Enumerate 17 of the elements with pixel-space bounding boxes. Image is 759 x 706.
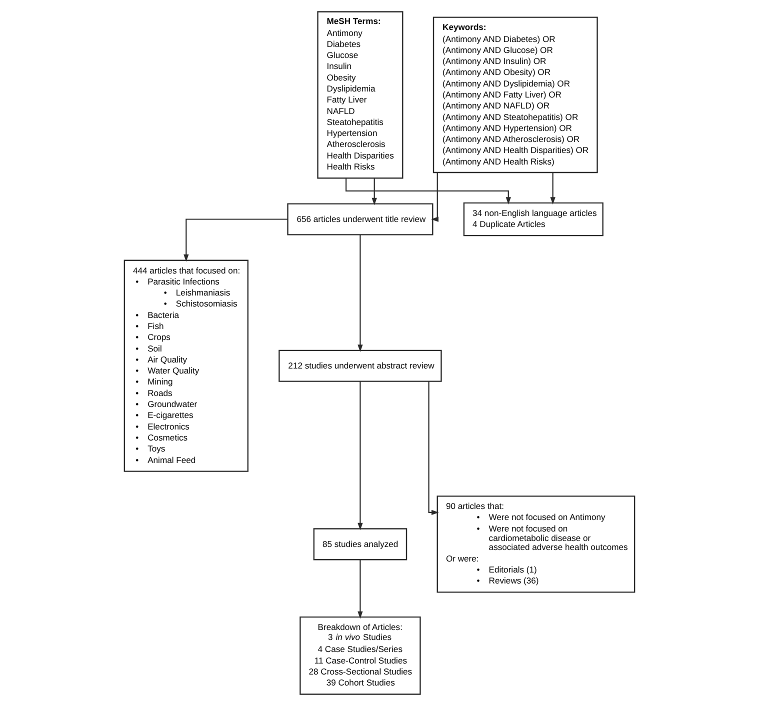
arrow [358,234,363,352]
node-box: 34 non-English language articles 4 Duplicate Articles [463,202,604,236]
arrow [550,172,556,205]
node-box: 212 studies underwent abstract review [278,350,442,382]
arrow [428,382,439,516]
node-box: Breakdown of Articles: 3 in vivo Studies 4 Case Studies/Series 11 Case-Control Studies 28 Cross-Sectional Studies 39 Cohort Studies [300,616,421,695]
arrow [431,172,438,222]
arrow [358,381,363,530]
arrow [184,218,288,262]
node-box: 90 articles that: • Were not focused on Antimony • Were not focused on cardiometabolic disease or associated adverse health outcomes Or were: • Editorials (1) • Reviews (36) [436,496,636,593]
node-box: 444 articles that focused on: • Parasitic Infections • Leishmaniasis • Schistosomiasis • Bacteria • Fish • Crops • Soil • Air Quality • Water Quality • Mining • Roads • Groundwater • E-cigarettes • Electronics • Cosmetics • Toys • Animal Feed [124,260,248,472]
node-box: 85 studies analyzed [313,528,408,560]
arrow [358,560,363,619]
arrow [372,178,377,206]
node-box: 656 articles underwent title review [287,203,434,236]
node-box: MeSH Terms: Antimony Diabetes Glucose Insulin Obesity Dyslipidemia Fatty Liver NAFLD Steatohepatitis Hypertension Atherosclerosis Health Disparities Health Risks [317,11,404,179]
node-box: Keywords: (Antimony AND Diabetes) OR (Antimony AND Glucose) OR (Antimony AND Insulin) OR (Antimony AND Obesity) OR (Antimony AND Dyslipidemia) OR (Antimony AND Fatty Liver) OR (Antimony AND NAFLD) OR (Antimony AND Steatohepatitis) OR (Antimony AND Hypertension) OR (Antimony AND Atherosclerosis) OR (Antimony AND Health Disparities) OR (Antimony AND Health Risks) [432,16,598,174]
